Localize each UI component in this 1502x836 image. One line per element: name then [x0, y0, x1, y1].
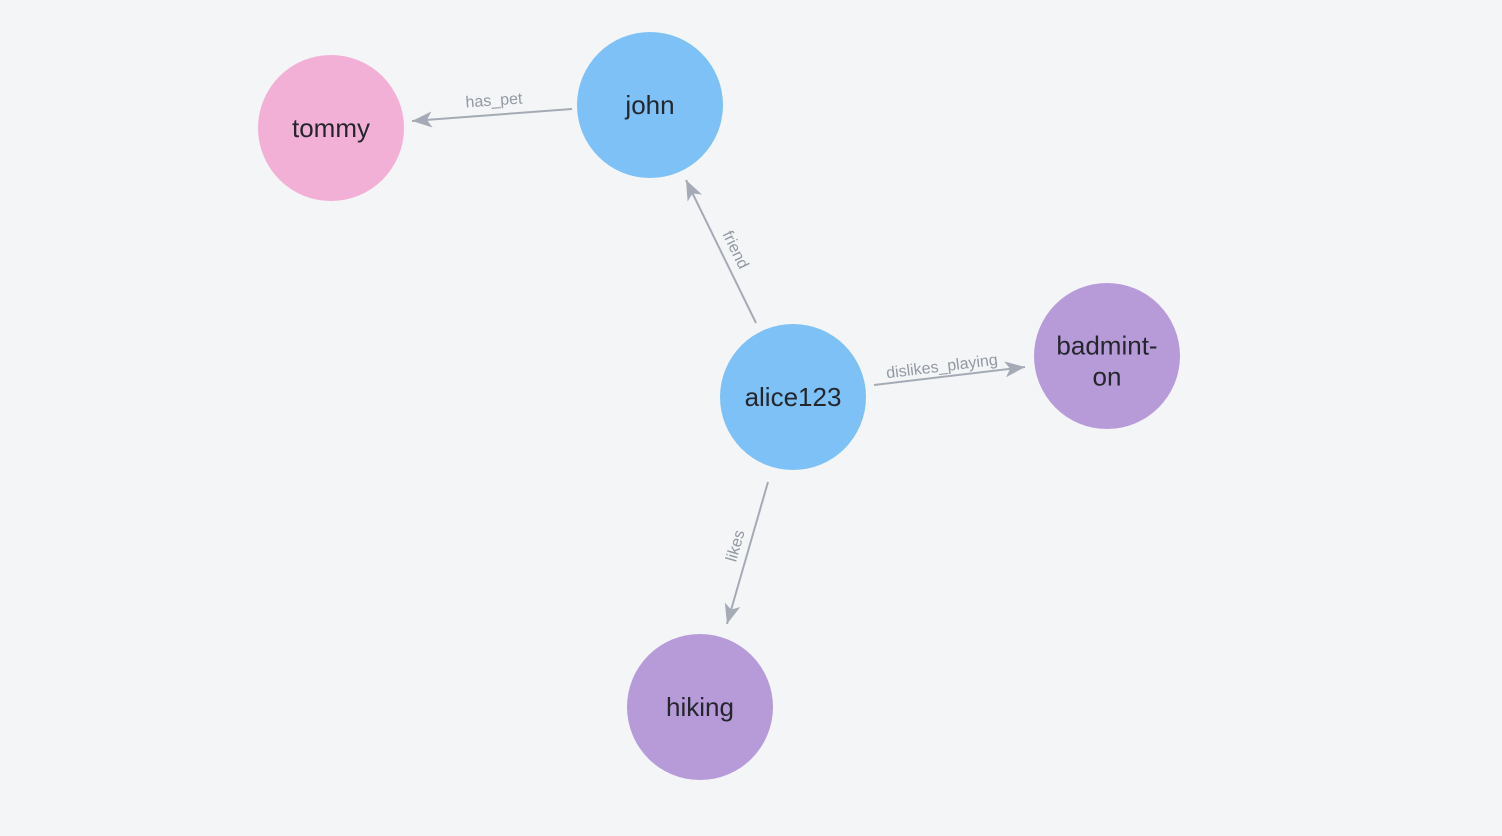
edge-line-friend[interactable]	[685, 179, 757, 324]
node-john: john	[577, 32, 723, 178]
edge-likes: likes	[723, 481, 769, 625]
node-tommy: tommy	[258, 55, 404, 201]
edge-dislikes_playing: dislikes_playing	[873, 352, 1026, 386]
node-circle-alice123[interactable]	[720, 324, 866, 470]
node-hiking: hiking	[627, 634, 773, 780]
node-circle-tommy[interactable]	[258, 55, 404, 201]
node-badminton: badmint-on	[1034, 283, 1180, 429]
node-alice123: alice123	[720, 324, 866, 470]
edge-line-has_pet[interactable]	[411, 108, 573, 128]
node-circle-hiking[interactable]	[627, 634, 773, 780]
node-circle-badminton[interactable]	[1034, 283, 1180, 429]
edge-label-likes[interactable]: likes	[723, 528, 748, 563]
edge-label-has_pet[interactable]: has_pet	[465, 90, 524, 111]
edge-line-dislikes_playing[interactable]	[873, 361, 1026, 386]
edge-label-friend[interactable]: friend	[719, 228, 752, 271]
edge-line-likes[interactable]	[724, 481, 769, 625]
edge-friend: friend	[685, 179, 757, 324]
edge-has_pet: has_pet	[411, 90, 573, 128]
node-circle-john[interactable]	[577, 32, 723, 178]
